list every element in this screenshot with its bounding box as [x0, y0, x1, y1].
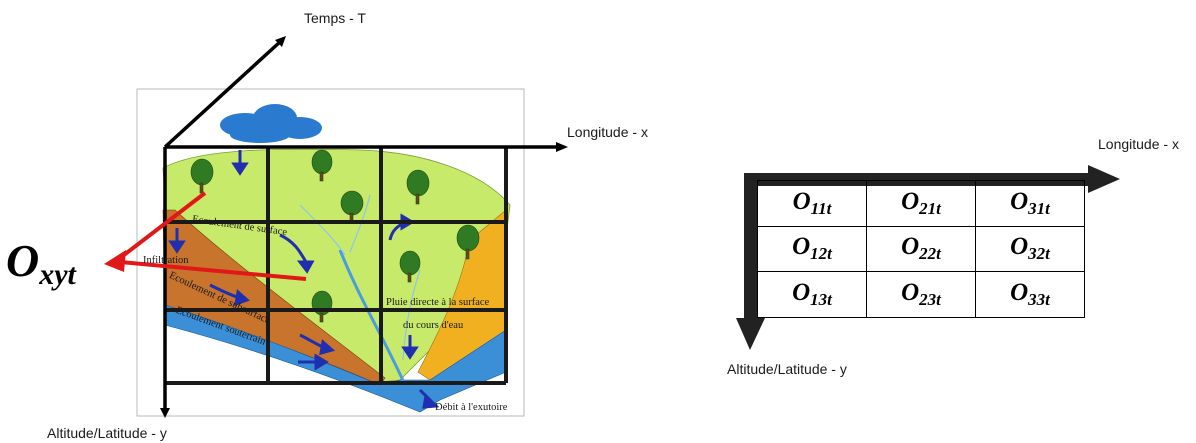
infiltration-label: Infiltration: [143, 255, 189, 266]
matrix-row: O11t O21t O31t: [757, 180, 1085, 227]
matrix-altitude-label: Altitude/Latitude - y: [727, 361, 847, 377]
y-axis-arrowhead: [736, 318, 765, 350]
matrix-cell: O11t: [757, 180, 867, 227]
matrix-cell: O13t: [757, 271, 867, 318]
x-axis-arrowhead: [1088, 165, 1120, 193]
y-axis-bar: [744, 173, 757, 320]
outlet-discharge-label: Débit à l'exutoire: [435, 402, 508, 413]
axes: [160, 36, 568, 418]
river-channel: [338, 249, 407, 386]
longitude-axis-label: Longitude - x: [567, 124, 648, 140]
matrix-cell: O32t: [975, 225, 1085, 273]
cloud-icon: [220, 104, 322, 143]
matrix-longitude-label: Longitude - x: [1098, 136, 1179, 152]
pointer-arrows: [104, 191, 307, 281]
grid-overlay: [165, 147, 508, 385]
direct-rain-label: Pluie directe à la surface: [386, 297, 490, 308]
matrix-cell: O31t: [975, 180, 1085, 227]
matrix-cell: O23t: [866, 271, 976, 318]
matrix-row: O13t O23t O33t: [757, 271, 1085, 318]
matrix-cell: O12t: [757, 225, 867, 273]
matrix-cell: O33t: [975, 271, 1085, 318]
observation-label: Oxyt: [6, 235, 76, 292]
matrix-cell: O21t: [866, 180, 976, 227]
matrix-cell: O22t: [866, 225, 976, 273]
river-label: du cours d'eau: [403, 320, 464, 331]
observation-matrix: O11t O21t O31t O12t O22t O32t O13t O23t …: [757, 180, 1085, 318]
matrix-row: O12t O22t O32t: [757, 225, 1085, 273]
time-axis-label: Temps - T: [304, 10, 366, 26]
altitude-axis-label: Altitude/Latitude - y: [47, 425, 167, 441]
tree-icon: [190, 149, 480, 323]
flow-arrows: [168, 150, 440, 409]
